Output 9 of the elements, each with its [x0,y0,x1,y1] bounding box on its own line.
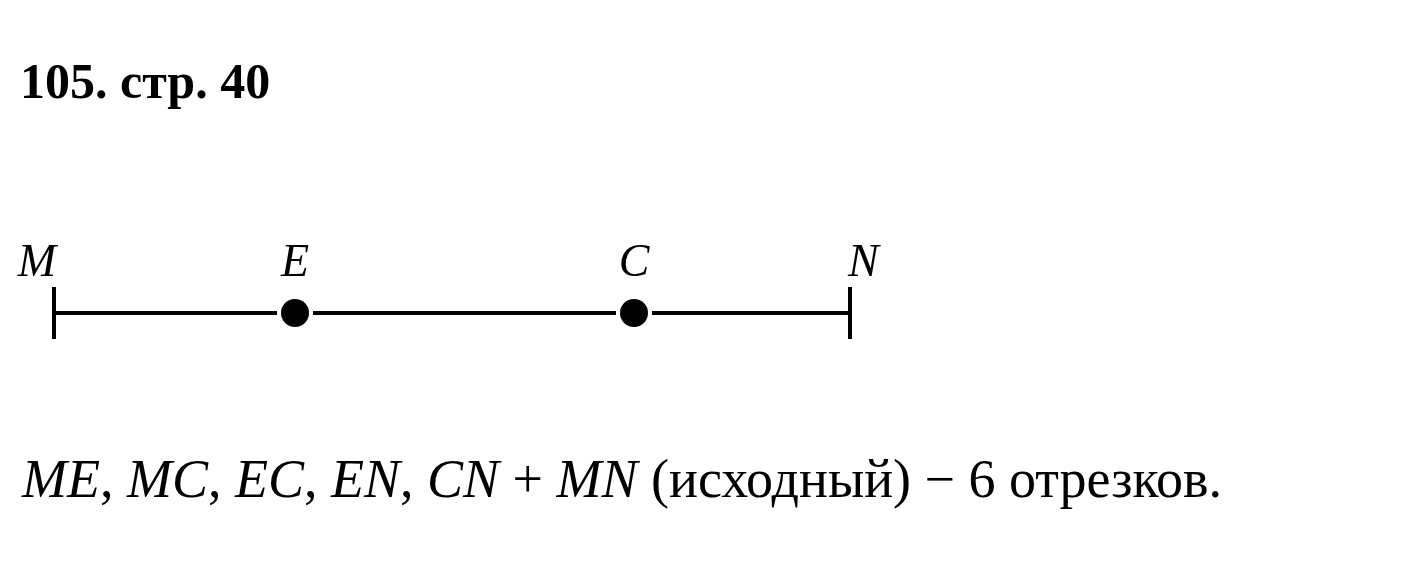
answer-text: ME, MC, EC, EN, CN + MN (исходный) − 6 отрезков. [22,448,1223,510]
title: 105. стр. 40 [20,52,271,110]
point-label: N [848,235,882,287]
line-segment [56,311,277,315]
point-label: E [279,235,311,287]
point-label: M [16,235,56,287]
line-segment [313,311,616,315]
point-label: C [617,235,651,287]
line-segment [652,311,848,315]
